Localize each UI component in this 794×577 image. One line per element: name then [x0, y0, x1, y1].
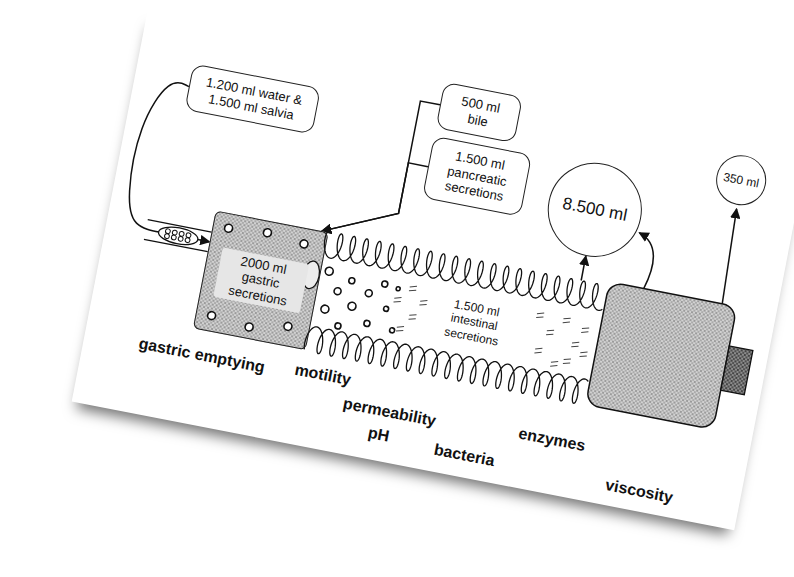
particle [381, 281, 388, 288]
pill-dot [185, 237, 191, 243]
particle [389, 327, 395, 333]
factor-label: pH [366, 424, 390, 446]
excretion-arrow [718, 209, 740, 304]
particle [383, 306, 389, 312]
pill-dot [171, 235, 177, 241]
diagram-stage: 1.200 ml water & 1.500 ml salvia500 ml b… [107, 1, 794, 526]
particle [283, 322, 292, 331]
enzyme-mark [419, 299, 427, 306]
pill-dot [172, 230, 178, 236]
node-text: 1.500 ml pancreatic secretions [432, 145, 521, 207]
node-text: 2000 ml gastric secretions [213, 247, 309, 314]
particle [333, 287, 341, 295]
enzyme-mark [534, 347, 542, 354]
pill-pattern [164, 228, 191, 243]
enzyme-mark [563, 317, 571, 324]
pill-dot [165, 228, 171, 234]
flow-arrow [581, 256, 586, 281]
particle [320, 304, 329, 313]
particle [263, 228, 272, 237]
particle [347, 302, 356, 311]
colon [585, 282, 736, 430]
pill-dot [164, 233, 170, 239]
flow-arrow [322, 87, 440, 248]
enzyme-mark [409, 313, 417, 320]
particle [244, 322, 253, 331]
stomach-box: 2000 ml gastric secretions [193, 210, 329, 350]
enzyme-mark [563, 358, 571, 365]
particle [207, 311, 216, 320]
enzyme-mark [546, 329, 554, 336]
enzyme-mark [550, 360, 558, 367]
particle [396, 286, 401, 291]
enzyme-mark [536, 312, 544, 319]
particle [365, 289, 373, 297]
reabsorption-arrow [629, 233, 658, 290]
node-text: 1.500 ml intestinal secretions [425, 291, 522, 354]
enzyme-mark [394, 296, 402, 303]
enzyme-mark [580, 351, 588, 358]
enzyme-mark [409, 285, 417, 292]
pill-dot [179, 231, 185, 237]
enzyme-mark [571, 341, 579, 348]
pill [157, 224, 199, 247]
particle [348, 277, 355, 284]
stomach-particles [206, 221, 309, 339]
particle [363, 320, 370, 327]
node-text: 350 ml [722, 170, 760, 191]
node-text: 500 ml bile [446, 91, 513, 133]
flow-arrow [322, 149, 428, 249]
pill-dot [178, 236, 184, 242]
rectum [721, 346, 753, 395]
pill-dot [186, 232, 192, 238]
enzyme-mark [396, 325, 404, 332]
stomach-fill [193, 210, 329, 350]
enzyme-mark [581, 327, 589, 334]
particle [334, 322, 341, 329]
particle [299, 239, 308, 248]
node-text: 8.500 ml [561, 194, 629, 226]
particle [325, 267, 334, 276]
particle [224, 224, 233, 233]
